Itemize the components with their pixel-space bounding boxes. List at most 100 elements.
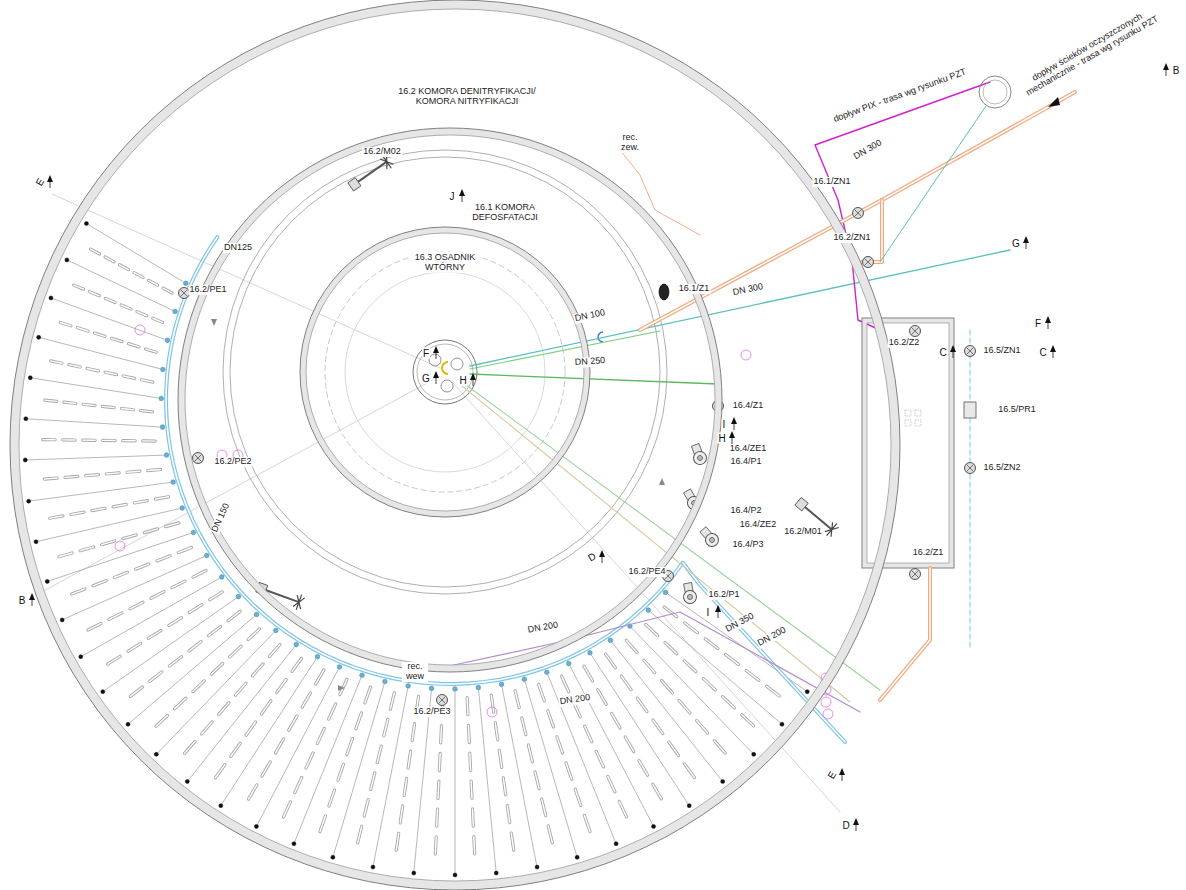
- diffuser-line: [62, 557, 204, 620]
- section-marker: G: [1011, 238, 1021, 249]
- pipe-diameter: DN 150: [210, 501, 233, 535]
- pipe-line: [970, 330, 971, 650]
- chamber-outline: [178, 128, 722, 672]
- diffuser-tube-core: [644, 660, 655, 672]
- diffuser-tube: [542, 799, 546, 816]
- diffuser-tube-core: [219, 703, 230, 715]
- diffuser-line: [103, 598, 236, 691]
- diffuser-tube: [661, 680, 672, 692]
- wall-line: [185, 135, 715, 665]
- diffuser-tube: [189, 642, 201, 651]
- diffuser-tube: [503, 778, 505, 795]
- valve-cross: [439, 697, 446, 704]
- diffuser-tube: [566, 763, 572, 779]
- diffuser-tube: [705, 639, 718, 649]
- diffuser-tube: [127, 471, 140, 472]
- diffuser-line: [632, 628, 754, 754]
- anchor-dot: [752, 752, 756, 756]
- section-marker: G: [421, 373, 431, 384]
- diffuser-line: [36, 509, 179, 542]
- diffuser-tube-core: [575, 789, 581, 805]
- diffuser-tube-core: [714, 741, 725, 753]
- section-arrow: [950, 345, 956, 358]
- diffuser-tube-core: [87, 368, 98, 370]
- diffuser-tube: [94, 333, 105, 336]
- diffuser-tube: [50, 516, 63, 518]
- diffuser-tube-core: [548, 711, 554, 727]
- air-pipe: [683, 563, 845, 742]
- mixer-motor: [795, 497, 808, 510]
- pipe-line: [620, 150, 700, 235]
- diffuser-tube-core: [148, 630, 161, 638]
- anchor-dot: [614, 842, 618, 846]
- diffuser-tube: [185, 741, 196, 753]
- diffuser-tube-core: [137, 312, 147, 316]
- diffuser-tube: [105, 257, 114, 262]
- mixer-symbol: [346, 153, 394, 194]
- equipment-tag: 16.4/P1: [729, 457, 762, 467]
- diffuser-tube-core: [43, 439, 55, 441]
- wall-hatch: [303, 230, 587, 514]
- section-arrow-head: [950, 345, 956, 352]
- diffuser-tube: [202, 722, 213, 734]
- diffuser-tube: [396, 833, 398, 850]
- diffuser-tube: [438, 753, 442, 770]
- diffuser-tube: [471, 809, 475, 826]
- diffuser-tube: [275, 739, 283, 753]
- diffuser-tube-core: [653, 784, 662, 799]
- diffuser-tube-core: [473, 837, 475, 854]
- diffuser-tube-core: [128, 643, 141, 651]
- wall-line: [178, 128, 722, 672]
- equipment-tag: 16.2/M01: [783, 527, 823, 537]
- diffuser-joint: [429, 686, 434, 691]
- section-arrow: [433, 346, 439, 359]
- pipe-diameter: DN 200: [755, 625, 788, 649]
- pipe-note: rec. zew.: [617, 133, 643, 153]
- diffuser-tube-core: [102, 541, 115, 545]
- diffuser-tube: [742, 715, 754, 726]
- diffuser-tube-core: [230, 646, 241, 657]
- pump-symbol: [681, 582, 697, 604]
- diffuser-tube-core: [120, 265, 129, 270]
- diffuser-tube: [507, 805, 509, 822]
- diffuser-tube-core: [356, 713, 362, 729]
- diffuser-tube-core: [252, 664, 263, 676]
- section-arrow-head: [433, 346, 439, 353]
- diffuser-tube: [377, 746, 381, 763]
- instrument-bubble: [135, 325, 145, 335]
- inner-ring-wall: [223, 150, 667, 594]
- diffuser-tube: [209, 626, 221, 635]
- diffuser-tube-core: [65, 476, 78, 477]
- valve-symbol: [853, 208, 864, 219]
- diffuser-tube-core: [235, 683, 246, 695]
- mixer-blade: [292, 593, 305, 611]
- diffuser-tube-core: [371, 773, 375, 790]
- diffuser-tube: [143, 439, 155, 442]
- diffuser-line: [570, 666, 653, 826]
- section-arrow-stem: [1166, 70, 1167, 76]
- diffuser-tube-core: [639, 761, 648, 776]
- diffuser-line: [502, 687, 537, 867]
- wall-hatch: [182, 132, 719, 669]
- diffuser-tube-core: [103, 440, 115, 442]
- diffuser-tube-core: [148, 469, 161, 470]
- pipe-line: [470, 331, 660, 369]
- diffuser-tube-core: [111, 338, 122, 341]
- shaft-wall: [979, 76, 1011, 108]
- diffuser-joint: [161, 367, 166, 372]
- pipe-note: dopływ ścieków oczyszczonych mechaniczni…: [1015, 3, 1165, 101]
- section-marker: E: [825, 768, 839, 781]
- diffuser-joint: [274, 628, 279, 633]
- pipe-diameter: DN 100: [573, 308, 607, 324]
- diffuser-tube-core: [295, 777, 302, 792]
- diffuser-tube-core: [283, 802, 290, 817]
- section-arrow-stem: [734, 424, 735, 430]
- valve-body: [910, 326, 921, 337]
- equipment-tag: 16.4/P2: [729, 506, 762, 516]
- pump-symbol: [689, 443, 708, 467]
- diffuser-tube-core: [679, 700, 690, 712]
- diffuser-tube: [166, 523, 179, 527]
- diffuser-tube: [231, 743, 240, 756]
- diffuser-tube: [515, 691, 519, 708]
- valve-body: [965, 463, 976, 474]
